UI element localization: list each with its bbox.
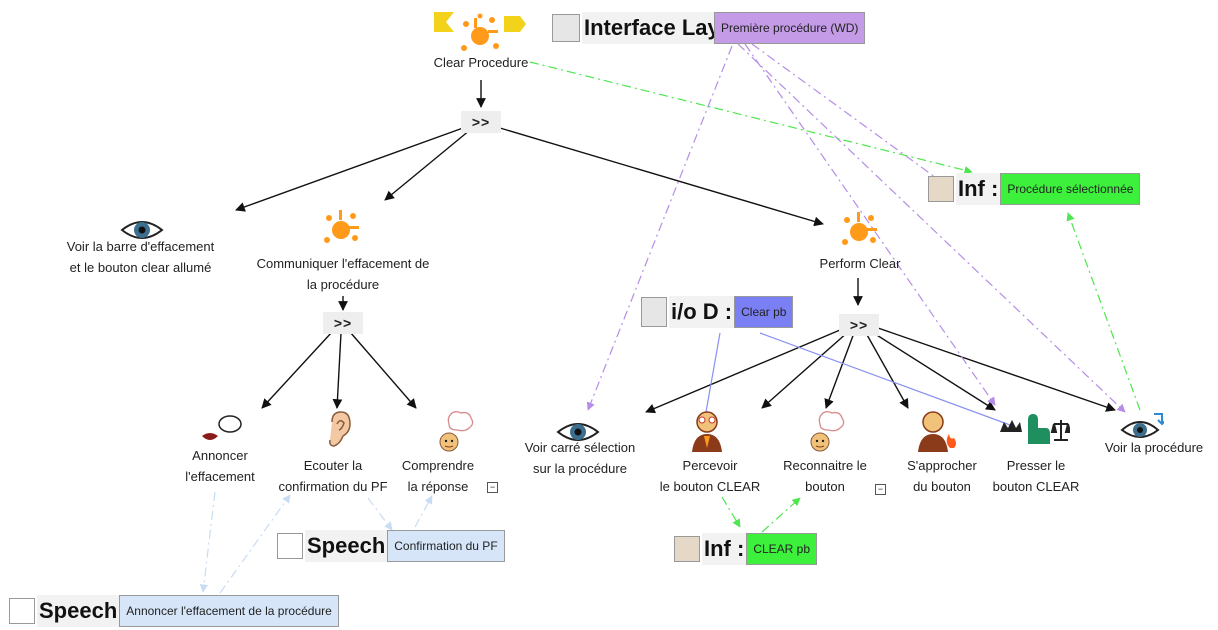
link-voir-proc-to-inf-top <box>1066 212 1141 411</box>
inf-kind: Inf : <box>956 173 1001 205</box>
eye-icon <box>120 218 164 247</box>
link-speech-mid-to-comprendre <box>414 495 433 528</box>
edge-seq-to-voir-carre <box>645 329 841 414</box>
edge-seq-to-annoncer <box>261 331 333 409</box>
link-interface-to-presser <box>744 43 996 406</box>
speech-kind: Speech <box>305 530 388 562</box>
collapse-button[interactable]: − <box>487 482 498 493</box>
speech-object-mid[interactable]: Speech Confirmation du PF <box>277 530 505 562</box>
thinking-head-icon <box>808 410 846 459</box>
io-value: Clear pb <box>734 296 794 328</box>
node-comprendre[interactable]: Comprendre la réponse <box>401 458 475 494</box>
sequence-operator[interactable]: >> <box>839 314 879 336</box>
collapse-button[interactable]: − <box>875 484 886 495</box>
sequence-operator[interactable]: >> <box>323 312 363 334</box>
link-interface-to-voir-procedure <box>737 43 1126 413</box>
link-io-to-presser <box>759 332 1011 426</box>
task-splash-icon <box>321 208 361 253</box>
edge-seq-to-reconnaitre <box>824 332 855 409</box>
speech-value: Annoncer l'effacement de la procédure <box>119 595 339 627</box>
node-clear-procedure[interactable]: Clear Procedure <box>433 55 529 70</box>
edge-seq-to-comprendre <box>349 331 417 409</box>
link-inf-bottom-to-reconnaitre <box>761 497 801 533</box>
node-perform-clear[interactable]: Perform Clear <box>819 256 901 271</box>
link-root-to-inf-top <box>529 61 973 175</box>
node-reconnaitre[interactable]: Reconnaitre le bouton <box>783 458 867 494</box>
node-voir-barre[interactable]: Voir la barre d'effacement et le bouton … <box>66 239 215 275</box>
user-icon <box>688 408 726 457</box>
task-splash-icon <box>434 10 526 54</box>
edge-seq-to-percevoir <box>761 331 849 409</box>
user-fire-icon <box>916 408 960 457</box>
interface-kind: Interface Lay <box>582 12 738 44</box>
eye-icon <box>1120 412 1167 447</box>
user-icon <box>674 536 700 562</box>
inf-object-top[interactable]: Inf : Procédure sélectionnée <box>928 173 1141 205</box>
io-object[interactable]: i/o D : Clear pb <box>641 296 794 328</box>
eye-icon <box>556 420 600 449</box>
node-ecouter[interactable]: Ecouter la confirmation du PF <box>278 458 388 494</box>
speech-kind: Speech <box>37 595 120 627</box>
edge-seq-to-voir-barre <box>235 127 464 212</box>
speech-bubble-icon <box>9 598 35 624</box>
link-ecouter-to-speech-mid <box>367 497 393 531</box>
node-communiquer[interactable]: Communiquer l'effacement de la procédure <box>256 256 430 292</box>
node-annoncer[interactable]: Annoncer l'effacement <box>185 448 255 484</box>
hand-press-icon <box>998 410 1072 451</box>
task-splash-icon <box>839 210 879 255</box>
ear-icon <box>326 410 352 455</box>
window-icon <box>552 14 580 42</box>
edge-seq-to-presser <box>871 331 996 411</box>
node-voir-procedure[interactable]: Voir la procédure <box>1104 440 1204 455</box>
edge-seq-to-perform <box>499 127 824 227</box>
inf-object-bottom[interactable]: Inf : CLEAR pb <box>674 533 818 565</box>
link-annoncer-to-speech <box>199 491 216 593</box>
edge-seq-to-approcher <box>865 332 909 409</box>
inf-kind: Inf : <box>702 533 747 565</box>
link-speech-to-ecouter <box>219 494 291 594</box>
node-approcher[interactable]: S'approcher du bouton <box>907 458 977 494</box>
io-kind: i/o D : <box>669 296 735 328</box>
node-percevoir[interactable]: Percevoir le bouton CLEAR <box>659 458 761 494</box>
speech-object-bottom[interactable]: Speech Annoncer l'effacement de la procé… <box>9 595 339 627</box>
speech-bubble-icon <box>277 533 303 559</box>
mouth-speech-icon <box>200 414 244 449</box>
link-io-to-percevoir <box>705 332 721 413</box>
edge-seq-to-communiquer <box>384 129 471 201</box>
inf-value: Procédure sélectionnée <box>1000 173 1141 205</box>
link-percevoir-to-inf-bottom <box>721 496 741 528</box>
node-presser[interactable]: Presser le bouton CLEAR <box>992 458 1080 494</box>
speech-value: Confirmation du PF <box>387 530 505 562</box>
inf-value: CLEAR pb <box>746 533 818 565</box>
user-icon <box>928 176 954 202</box>
interface-object[interactable]: Interface Lay Première procédure (WD) <box>552 12 889 44</box>
link-interface-to-voir-carre <box>586 45 733 411</box>
interface-value: Première procédure (WD) <box>714 12 866 44</box>
thinking-head-icon <box>437 410 475 459</box>
edge-seq-to-ecouter <box>332 332 343 409</box>
device-icon <box>641 297 667 327</box>
link-interface-to-inf-top <box>751 43 951 189</box>
edge-seq-to-voir-procedure <box>877 327 1116 412</box>
node-voir-carre[interactable]: Voir carré sélection sur la procédure <box>524 440 636 476</box>
sequence-operator[interactable]: >> <box>461 111 501 133</box>
